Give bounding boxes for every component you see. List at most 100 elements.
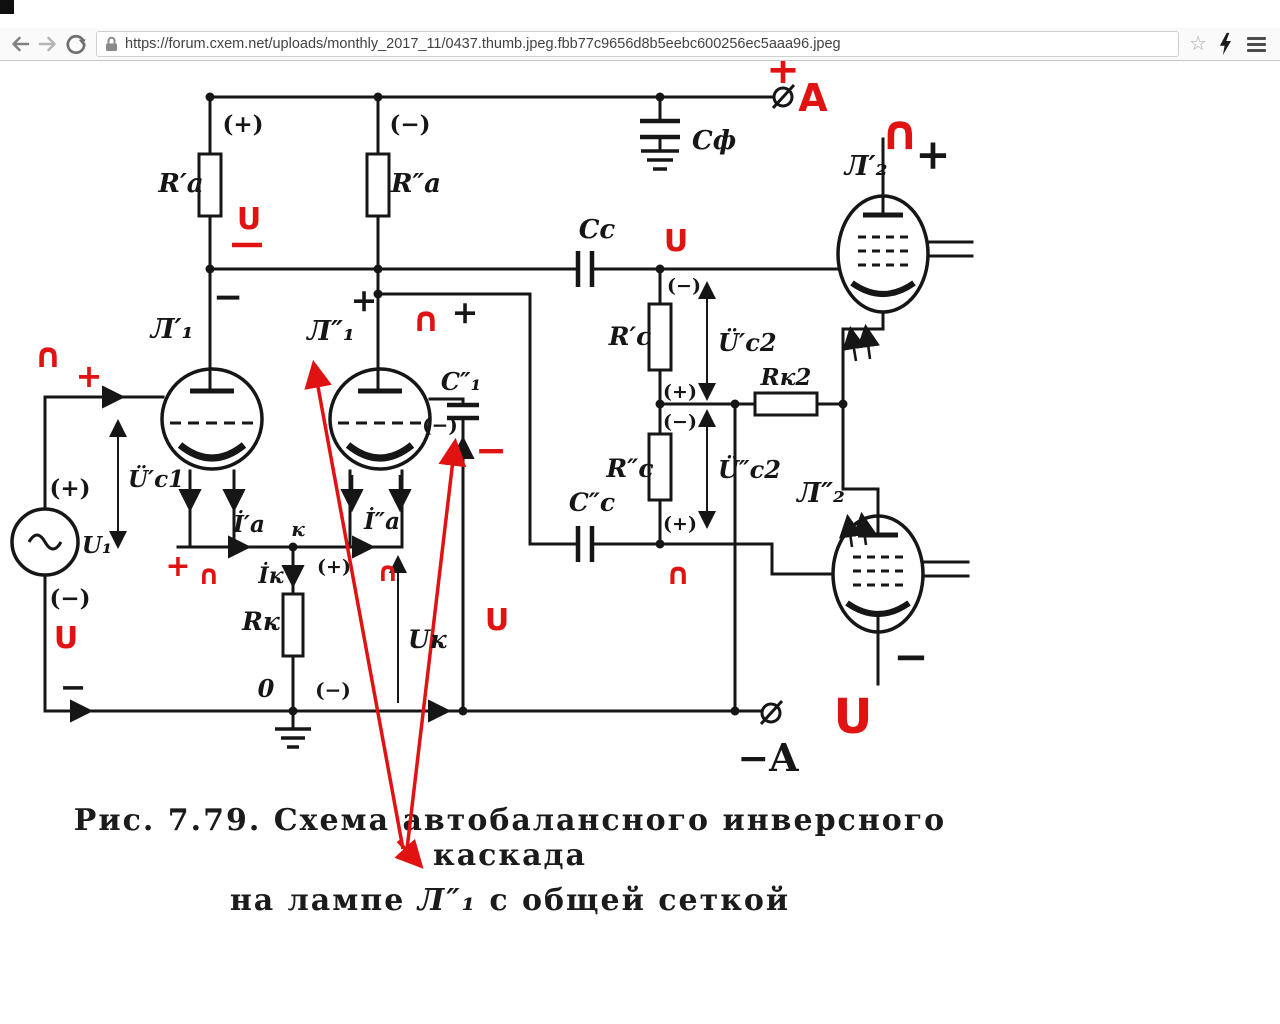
label-tube2a: Л′₂ bbox=[843, 151, 888, 182]
refresh-icon bbox=[66, 34, 86, 55]
resistor-rk2 bbox=[753, 391, 819, 417]
caption-line1: Рис. 7.79. Схема автобалансного инверсно… bbox=[73, 803, 947, 873]
back-icon bbox=[12, 36, 30, 52]
tube-l2-doubleprime bbox=[831, 489, 925, 634]
label-ik: İк bbox=[257, 561, 283, 589]
window-corner-mark bbox=[0, 0, 14, 14]
url-text: https://forum.cxem.net/uploads/monthly_2… bbox=[125, 36, 841, 52]
junction-dots bbox=[205, 92, 848, 716]
red-arc-ia1: ∩ bbox=[198, 560, 220, 591]
mark-minus-rail: − bbox=[60, 668, 87, 706]
red-u-left: U bbox=[54, 621, 78, 656]
red-u-bottom: U bbox=[834, 689, 873, 745]
label-ia2: İ″a bbox=[363, 507, 400, 535]
label-ra2: R″a bbox=[390, 169, 441, 199]
forward-icon bbox=[38, 36, 56, 52]
resistor-rc2 bbox=[647, 432, 673, 502]
label-c1-minus: (−) bbox=[422, 413, 458, 437]
red-arc-tube2: ∩ bbox=[412, 300, 440, 340]
label-src-minus: (−) bbox=[49, 585, 90, 612]
label-rk: Rк bbox=[241, 607, 281, 636]
label-uc1: Ü′c1 bbox=[128, 465, 184, 493]
label-cc: Cc bbox=[579, 215, 616, 245]
label-plus-ra1: (+) bbox=[222, 111, 263, 138]
label-cf: Cф bbox=[692, 126, 736, 156]
label-zero: 0 bbox=[258, 674, 275, 703]
menu-icon[interactable] bbox=[1243, 33, 1270, 56]
label-rc2-top: (−) bbox=[663, 411, 697, 433]
label-rc1-bot: (+) bbox=[663, 381, 697, 403]
capacitor-ccpp bbox=[575, 526, 595, 562]
ground-symbol bbox=[275, 727, 311, 749]
red-minus-c1: − bbox=[475, 428, 507, 472]
label-zero-minus: (−) bbox=[315, 678, 351, 702]
label-ccpp: C″c bbox=[569, 488, 615, 517]
label-rc2-bot: (+) bbox=[663, 513, 697, 535]
red-u-rc: U bbox=[664, 224, 688, 259]
label-u1: U₁ bbox=[82, 532, 112, 559]
window-top-strip bbox=[0, 0, 1280, 28]
capacitor-c1 bbox=[447, 402, 479, 421]
terminal-minus-a bbox=[760, 702, 782, 724]
label-uc2p: Ü′c2 bbox=[718, 328, 777, 357]
label-rk2: Rк2 bbox=[760, 364, 812, 391]
red-u-mid: U bbox=[485, 603, 509, 638]
mark-plus-l2a: + bbox=[915, 130, 950, 179]
red-plus-ia1: + bbox=[165, 549, 190, 584]
red-u-anode: U bbox=[237, 202, 261, 237]
padlock-icon bbox=[106, 36, 117, 51]
resistor-ra1 bbox=[197, 152, 223, 218]
resistor-ra2 bbox=[365, 152, 391, 218]
ground-symbol-cf bbox=[641, 149, 679, 171]
capacitor-cf bbox=[640, 118, 680, 140]
address-bar[interactable]: https://forum.cxem.net/uploads/monthly_2… bbox=[96, 31, 1180, 57]
label-tube1a: Л′₁ bbox=[149, 314, 194, 345]
label-uc2pp: Ü″c2 bbox=[718, 455, 781, 484]
bookmark-star-icon[interactable]: ☆ bbox=[1189, 33, 1207, 55]
source-generator bbox=[10, 507, 80, 577]
label-uk: Uк bbox=[408, 625, 448, 654]
caption-line2: на лампе Л″₁ с общей сеткой bbox=[229, 883, 791, 918]
label-minus-ra2: (−) bbox=[389, 111, 430, 138]
label-rc2: R″c bbox=[605, 454, 653, 483]
label-k: к bbox=[291, 517, 305, 541]
label-tube2b: Л″₂ bbox=[795, 478, 845, 509]
red-plus-left: + bbox=[76, 357, 103, 395]
current-arrows bbox=[58, 323, 881, 723]
tube-l1-prime bbox=[160, 367, 264, 471]
refresh-button[interactable] bbox=[62, 30, 90, 58]
resistor-rc1 bbox=[647, 302, 673, 372]
terminal-plus-a bbox=[772, 86, 794, 108]
figure-caption: Рис. 7.79. Схема автобалансного инверсно… bbox=[15, 803, 1005, 918]
measurement-arrows bbox=[109, 281, 716, 703]
red-letter-a: A bbox=[798, 76, 828, 120]
sine-symbol bbox=[27, 533, 63, 551]
red-arc-left: ∩ bbox=[34, 336, 62, 376]
tube-l2-prime bbox=[836, 194, 930, 314]
page-content: Рис. 7.79. Схема автобалансного инверсно… bbox=[0, 61, 1280, 1024]
red-arc-cc: ∩ bbox=[666, 557, 690, 592]
caption-tube-label: Л″₁ bbox=[417, 883, 477, 918]
label-rc1-top: (−) bbox=[667, 275, 701, 297]
forward-button[interactable] bbox=[34, 30, 62, 58]
mark-plus-tube2: + bbox=[351, 281, 378, 319]
lightning-bolt-icon[interactable] bbox=[1217, 32, 1233, 56]
red-plus-a: + bbox=[766, 61, 800, 93]
label-src-plus: (+) bbox=[49, 475, 90, 502]
red-arc-ia2: ∩ bbox=[377, 557, 399, 588]
back-button[interactable] bbox=[6, 30, 34, 58]
mark-minus-tube1: − bbox=[213, 276, 243, 318]
capacitor-cc bbox=[575, 251, 595, 287]
label-c1pp: C″₁ bbox=[441, 367, 481, 396]
label-ia1: İ′a bbox=[232, 510, 265, 538]
label-minus-a-terminal: −A bbox=[737, 735, 799, 780]
resistor-rk bbox=[281, 592, 305, 658]
label-k-plus: (+) bbox=[317, 556, 351, 578]
red-annotation-arrows bbox=[232, 242, 467, 869]
browser-toolbar: https://forum.cxem.net/uploads/monthly_2… bbox=[0, 28, 1280, 61]
tube-l1-doubleprime bbox=[328, 367, 432, 471]
label-tube1b: Л″₁ bbox=[305, 316, 355, 347]
mark-minus-l2b: − bbox=[893, 632, 928, 681]
mark-plus-c1: + bbox=[452, 293, 479, 331]
